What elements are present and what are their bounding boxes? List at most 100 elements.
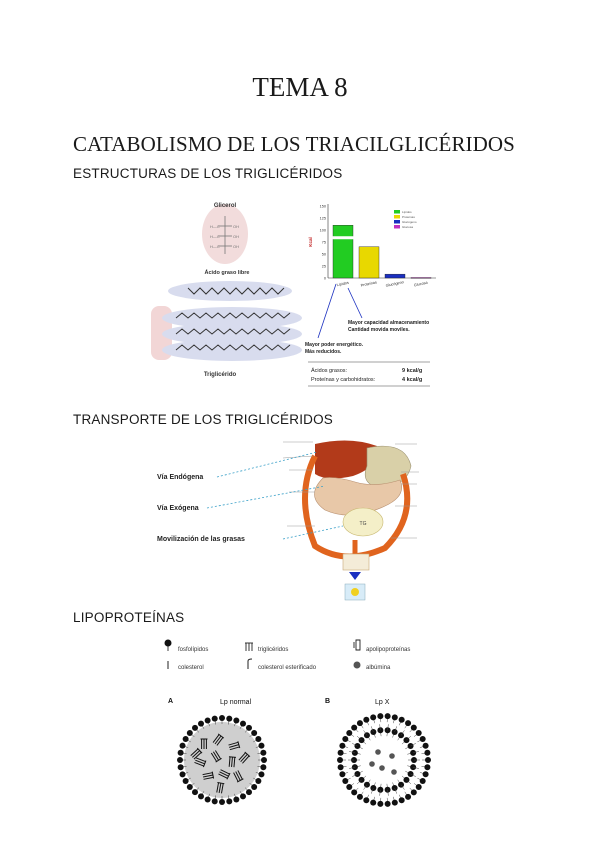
svg-text:OH: OH: [233, 224, 239, 229]
legend-albumin: albúmina: [366, 665, 391, 671]
phospholipid-head: [212, 798, 218, 804]
phospholipid-head: [205, 718, 211, 724]
chart-bar: [411, 278, 431, 279]
phospholipid-head: [198, 721, 204, 727]
albumin-icon: [354, 662, 361, 669]
route-endogenous: Vía Endógena: [157, 474, 203, 481]
phospholipid-head: [405, 720, 411, 726]
triglyceride-chain-cloud-3: [162, 339, 302, 361]
phospholipid-head: [339, 771, 345, 777]
legend-cholesterol: colesterol: [178, 665, 204, 671]
phospholipid-head: [219, 799, 225, 805]
lipoprotein-normal: [176, 714, 268, 806]
lipoprotein-x: [337, 713, 431, 807]
phospholipid-head: [178, 764, 184, 770]
phospholipid-head: [370, 729, 376, 735]
energy-row-proteins-value: 4 kcal/g: [402, 377, 422, 383]
svg-text:H—C: H—C: [210, 224, 220, 229]
phospholipid-head: [392, 800, 398, 806]
phospholipid-head: [352, 764, 358, 770]
arrow-storage: [348, 288, 362, 318]
energy-row-proteins-label: Proteínas y carbohidratos:: [311, 377, 376, 383]
phospholipid-head: [423, 743, 429, 749]
energy-row-fatty-acids-value: 9 kcal/g: [402, 368, 422, 374]
phospholipid-head: [192, 789, 198, 795]
chart-category-label: Lípidos: [336, 281, 349, 287]
panel-b-title: Lp X: [375, 699, 390, 706]
phospholipid-head: [338, 764, 344, 770]
chart-legend-label: Proteínas: [402, 215, 415, 219]
triglyceride-head: [229, 757, 236, 758]
chart-legend-label: Glucógeno: [402, 220, 417, 224]
phospholipid-head: [183, 778, 189, 784]
phospholipid-head: [226, 798, 232, 804]
note-storage-1: Mayor capacidad almacenamiento: [348, 320, 429, 326]
phospholipid-head: [385, 801, 391, 807]
legend-apolipoproteins: apolipoproteínas: [366, 647, 410, 653]
fatty-acid-label: Ácido graso libre: [205, 269, 250, 276]
phospholipid-head: [226, 716, 232, 722]
phospholipid-head: [260, 750, 266, 756]
phospholipid-head: [377, 713, 383, 719]
fatty-acid-cloud: [168, 281, 292, 301]
phospholipid-head: [255, 736, 261, 742]
phospholipid-head: [192, 725, 198, 731]
phospholipid-head: [398, 732, 404, 738]
chart-ytick: 25: [322, 265, 326, 269]
triglyceride-label: Triglicérido: [204, 372, 237, 378]
chart-ytick: 125: [320, 217, 326, 221]
albumin-particle: [369, 761, 375, 767]
legend-cholesterol-ester: colesterol esterificado: [258, 665, 317, 671]
phospholipid-head: [377, 801, 383, 807]
muscle-cell-box: [343, 554, 369, 570]
phospholipid-icon: [165, 640, 172, 647]
phospholipid-head: [212, 716, 218, 722]
svg-text:H—C: H—C: [210, 244, 220, 249]
phospholipid-head: [351, 725, 357, 731]
phospholipid-head: [233, 718, 239, 724]
chart-legend-label: Glucosa: [402, 225, 413, 229]
chart-bar: [359, 247, 379, 278]
cholesterol-ester-icon: [248, 659, 252, 669]
phospholipid-head: [187, 784, 193, 790]
phospholipid-head: [424, 764, 430, 770]
phospholipid-head: [346, 784, 352, 790]
chart-axis-break: [330, 236, 380, 239]
phospholipid-head: [423, 771, 429, 777]
energy-row-fatty-acids-label: Ácidos grasos:: [311, 367, 348, 374]
albumin-particle: [391, 769, 397, 775]
albumin-particle: [375, 749, 381, 755]
chart-ytick: 0: [324, 277, 326, 281]
glycerol-label: Glicerol: [214, 203, 237, 209]
phospholipid-head: [416, 784, 422, 790]
phospholipid-head: [251, 730, 257, 736]
phospholipid-head: [385, 727, 391, 733]
main-heading: CATABOLISMO DE LOS TRIACILGLICÉRIDOS: [73, 132, 515, 157]
phospholipid-head: [342, 736, 348, 742]
chart-category-label: Proteínas: [360, 280, 377, 287]
chart-legend-swatch: [394, 225, 400, 229]
chart-ytick: 50: [322, 253, 326, 257]
phospholipid-head: [240, 721, 246, 727]
chart-legend-swatch: [394, 215, 400, 219]
panel-a-title: Lp normal: [220, 699, 252, 706]
section-heading-structures: ESTRUCTURAS DE LOS TRIGLICÉRIDOS: [73, 166, 342, 181]
chart-category-label: Glucosa: [414, 280, 429, 287]
phospholipid-head: [363, 797, 369, 803]
lipoprotein-core: [184, 722, 260, 798]
phospholipid-head: [339, 743, 345, 749]
section-heading-transport: TRANSPORTE DE LOS TRIGLICÉRIDOS: [73, 412, 333, 427]
phospholipid-head: [351, 789, 357, 795]
phospholipid-head: [357, 720, 363, 726]
triglyceride-molecule: [201, 739, 208, 749]
phospholipid-head: [410, 750, 416, 756]
chart-ytick: 75: [322, 241, 326, 245]
figure-triglyceride-transport: TG Vía Endógena Vía Exógena Movilización…: [155, 436, 445, 608]
phospholipid-head: [408, 743, 414, 749]
panel-a-letter: A: [168, 698, 173, 705]
phospholipid-head: [261, 757, 267, 763]
note-energy-1: Mayor poder energético.: [305, 342, 364, 348]
chart-category-label: Glucógeno: [385, 280, 404, 288]
phospholipid-head: [411, 725, 417, 731]
